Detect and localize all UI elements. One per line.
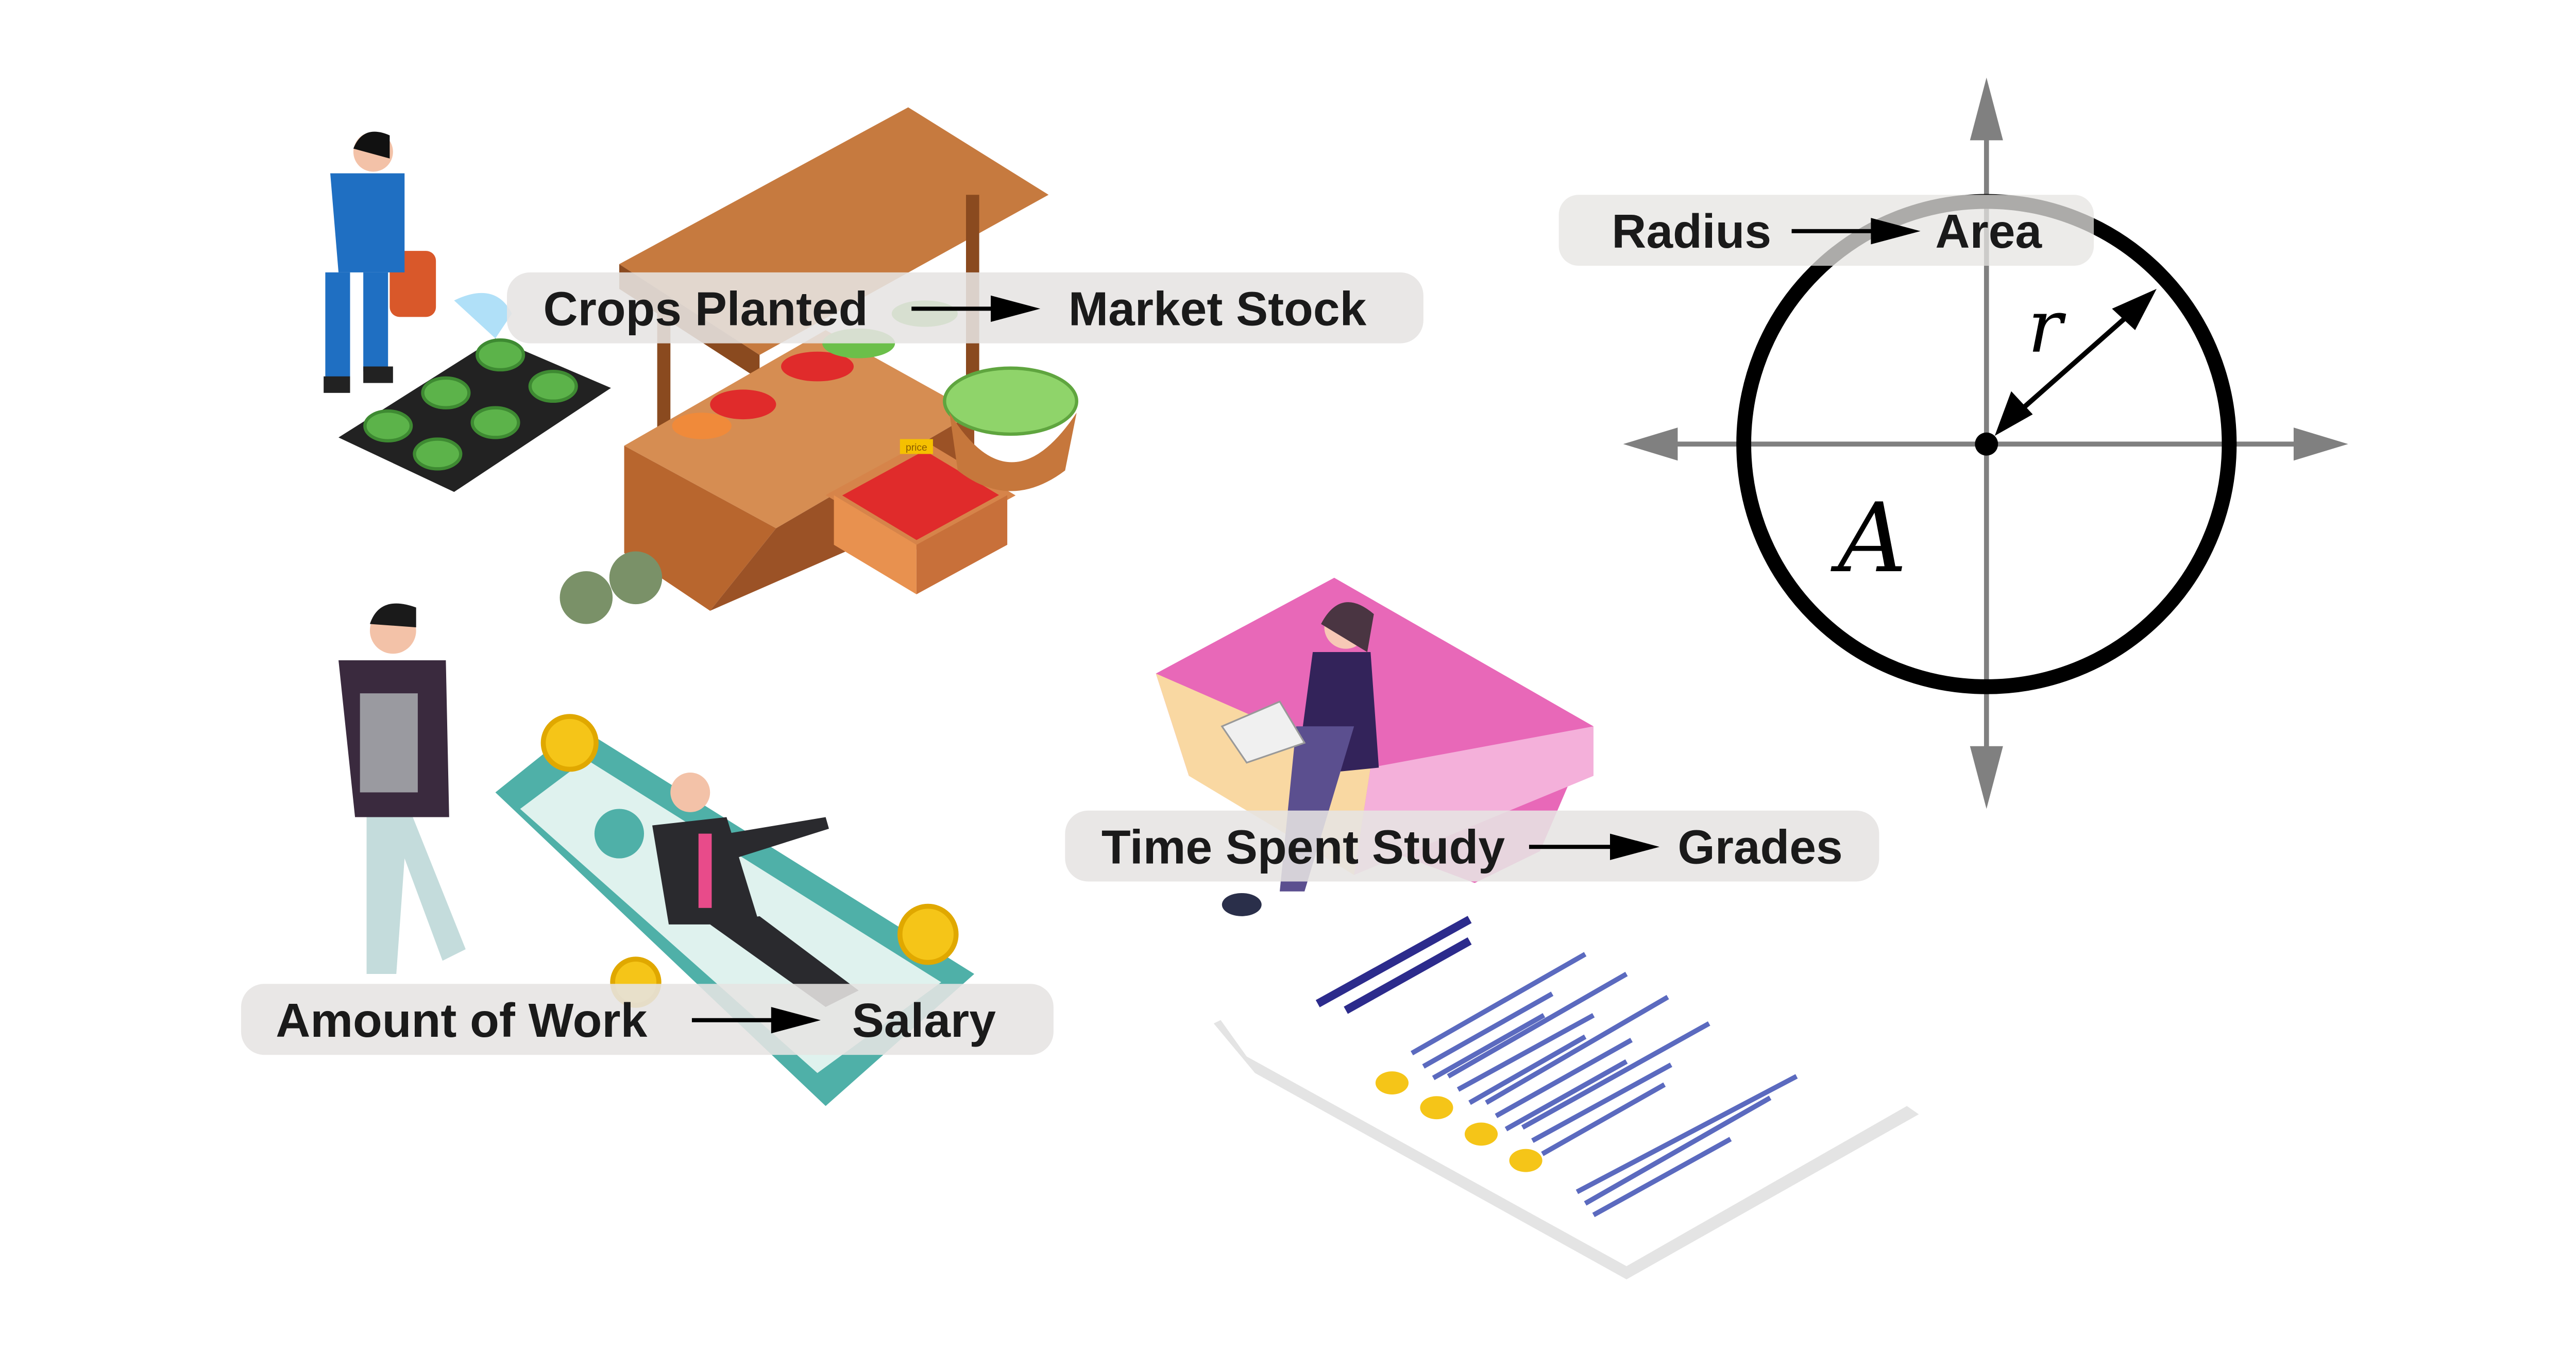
area-symbol: A [1830, 482, 1907, 594]
relation-label-study: Time Spent Study Grades [1065, 810, 1879, 882]
arrow-right-icon [991, 295, 1041, 322]
relation-from: Amount of Work [276, 994, 647, 1047]
arrow-right-icon [2293, 427, 2348, 461]
relation-from: Crops Planted [543, 282, 868, 335]
coin-icon [540, 714, 599, 772]
coin-icon [897, 903, 959, 965]
cabbages [363, 338, 578, 471]
document-lines [1410, 952, 1798, 1218]
circle-area-diagram: r A [1623, 77, 2348, 809]
grades-document-illustration [1213, 845, 1919, 1279]
relation-label-radius: Radius Area [1558, 195, 2094, 266]
price-tag [900, 439, 933, 454]
arrow-up-icon [1970, 77, 2003, 141]
price-tag-text: price [906, 442, 927, 453]
relation-to: Grades [1677, 820, 1842, 874]
relation-from: Radius [1612, 204, 1771, 258]
arrow-right-icon [1871, 218, 1921, 245]
relation-to: Market Stock [1069, 282, 1367, 335]
center-point [1975, 432, 1998, 456]
radius-line [2016, 312, 2132, 415]
arrowhead-icon [2112, 288, 2157, 331]
arrow-right-icon [771, 1007, 821, 1034]
relation-from: Time Spent Study [1101, 820, 1505, 874]
arrow-right-icon [1610, 833, 1660, 860]
arrowhead-icon [1994, 391, 2033, 436]
arrow-down-icon [1970, 746, 2003, 809]
relation-to: Area [1935, 204, 2042, 258]
market-stall-illustration: price [560, 107, 1078, 624]
radius-symbol: r [2028, 285, 2066, 369]
arrow-left-icon [1623, 427, 1678, 461]
relation-label-crops: Crops Planted Market Stock [506, 272, 1423, 344]
check-coins [1375, 1071, 1543, 1172]
relation-label-work: Amount of Work Salary [241, 984, 1054, 1055]
farmer-illustration [324, 131, 611, 492]
relation-to: Salary [852, 994, 996, 1047]
